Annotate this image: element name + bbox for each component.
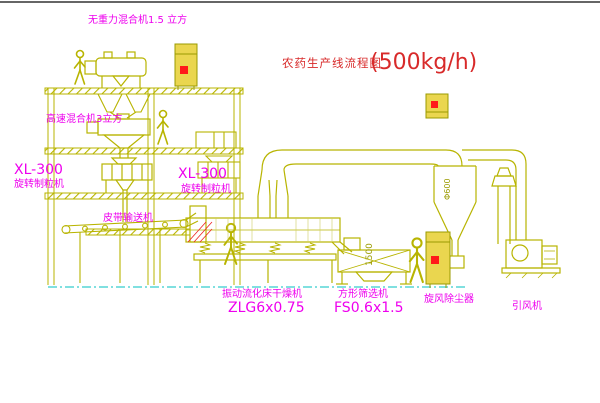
- label-dryer-name: 振动流化床干燥机: [222, 287, 302, 300]
- label-granulator-left-model: XL-300: [14, 162, 63, 178]
- label-granulator-right-name: 旋转制粒机: [181, 182, 231, 195]
- control-panel-wall: [425, 93, 449, 119]
- label-gravity-mixer: 无重力混合机1.5 立方: [88, 13, 187, 26]
- label-dryer-model: ZLG6x0.75: [228, 300, 305, 316]
- worker-figure-2: [156, 109, 169, 145]
- control-panel-top: [174, 43, 198, 90]
- worker-figure-4: [408, 237, 425, 284]
- fluid-bed-dryer: [185, 169, 353, 283]
- label-granulator-right-model: XL-300: [178, 166, 227, 182]
- label-sieve-model: FS0.6x1.5: [334, 300, 404, 316]
- exhaust-duct: [261, 149, 463, 171]
- building-column-middle: [147, 88, 155, 285]
- panel-indicator-light: [180, 66, 188, 74]
- dimension-cyclone-diameter: Φ600: [443, 178, 452, 200]
- granulator-left: [101, 148, 153, 222]
- dryer-inlet-hatch: [187, 221, 213, 243]
- aux-machine: [195, 131, 237, 149]
- label-high-speed-mixer: 高速混合机3立方: [46, 112, 122, 125]
- diagram-title-capacity: (500kg/h): [370, 50, 477, 75]
- draft-fan: [501, 239, 561, 279]
- label-fan: 引风机: [512, 299, 542, 312]
- belt-conveyor: [61, 212, 199, 283]
- square-sieve: [336, 237, 412, 285]
- gravity-mixer: [84, 51, 147, 88]
- cabinet-indicator-light: [431, 256, 439, 264]
- cyclone-separator: [433, 165, 477, 269]
- label-granulator-left-name: 旋转制粒机: [14, 177, 64, 190]
- exhaust-stack: [491, 167, 517, 244]
- granulator-right: [197, 155, 241, 193]
- worker-figure-1: [73, 49, 86, 85]
- wall-panel-indicator-light: [431, 101, 438, 108]
- building-column-left: [47, 88, 55, 285]
- dimension-sieve-height: 1500: [365, 243, 375, 266]
- diagram-title: 农药生产线流程图: [282, 56, 382, 70]
- high-speed-mixer: [86, 113, 151, 149]
- label-cyclone: 旋风除尘器: [424, 292, 474, 305]
- floor-slab-lower: [44, 192, 244, 200]
- floor-slab-middle: [44, 147, 244, 155]
- control-cabinet-floor: [425, 231, 451, 288]
- floor-slab-top: [44, 87, 244, 95]
- building-column-right: [233, 88, 241, 285]
- cyclone-outlet-duct: [462, 149, 527, 240]
- label-belt-conveyor: 皮带输送机: [103, 211, 153, 224]
- label-sieve-name: 方形筛选机: [338, 287, 388, 300]
